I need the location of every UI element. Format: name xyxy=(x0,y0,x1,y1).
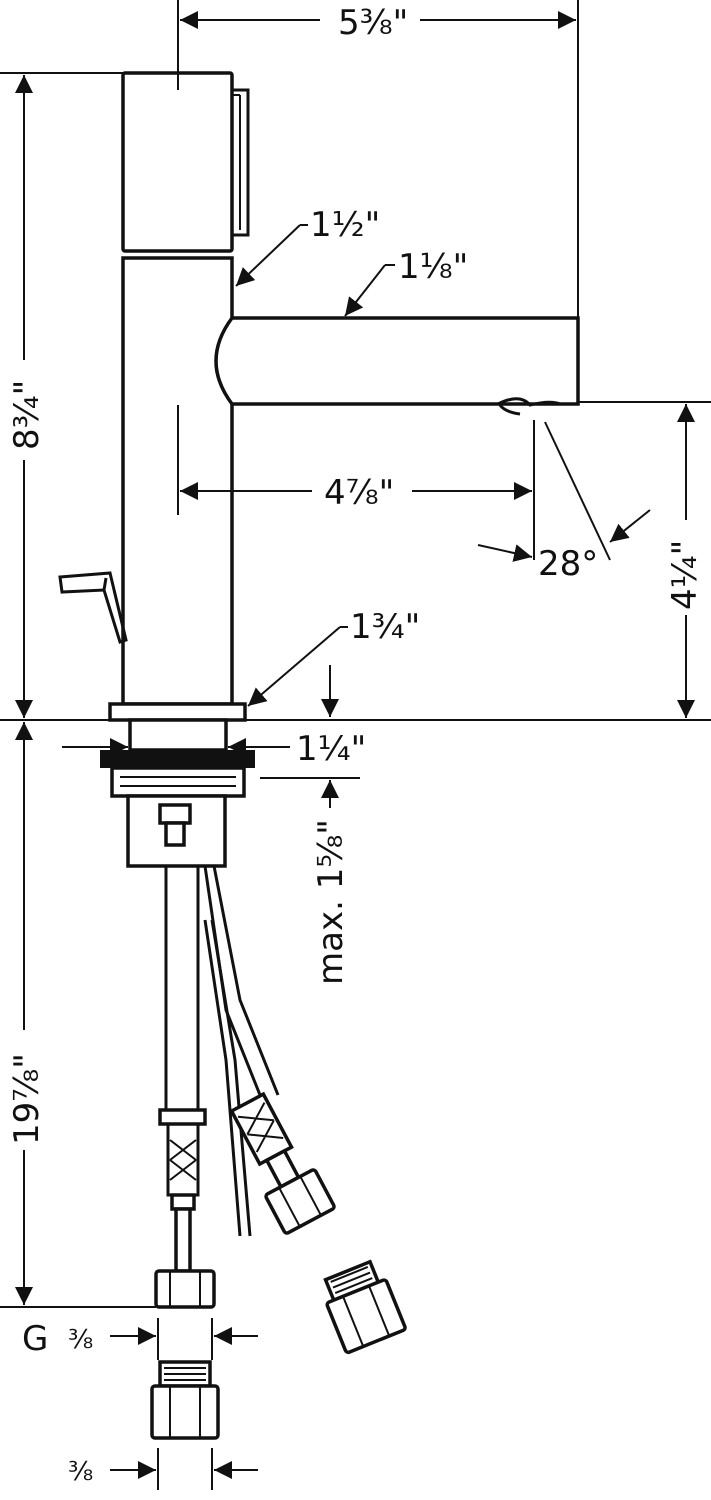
spout-angle-label: 28° xyxy=(538,544,598,584)
hose-thread-size: ⅜ xyxy=(68,1325,93,1355)
dim-connector-size: ⅜ xyxy=(68,1457,258,1487)
dim-overall-height: 8¾" xyxy=(7,75,47,718)
max-deck-thickness-label: max. 1⅝" xyxy=(311,819,351,985)
faucet-handle-top xyxy=(121,71,250,253)
body-top-diameter-label: 1½" xyxy=(310,205,380,245)
base-diameter-label: 1¾" xyxy=(350,607,420,647)
supply-hose-left xyxy=(154,866,216,1309)
mounting-nut xyxy=(100,750,255,868)
dim-deck-thickness: max. 1⅝" xyxy=(311,780,351,985)
adapter-fitting-right xyxy=(323,1259,407,1355)
dim-base-diameter: 1¾" xyxy=(247,607,420,717)
faucet-spout xyxy=(214,316,580,416)
dim-body-top-diameter: 1½" xyxy=(235,205,380,287)
dim-spout-height: 4¼" xyxy=(665,404,705,718)
overall-length-label: 5⅜" xyxy=(338,3,408,43)
spout-height-label: 4¼" xyxy=(665,540,705,610)
connector-size-label: ⅜ xyxy=(68,1457,93,1487)
dim-spout-diameter: 1⅛" xyxy=(344,247,468,317)
faucet-base xyxy=(108,702,247,752)
dim-supply-hose-length: 19⅞" xyxy=(7,722,47,1305)
pop-up-lever xyxy=(58,571,128,644)
supply-hose-length-label: 19⅞" xyxy=(7,1053,47,1145)
dim-spout-reach: 4⅞" xyxy=(180,473,532,513)
adapter-fitting-bottom xyxy=(150,1360,220,1440)
dim-hose-thread: G ⅜ xyxy=(22,1319,258,1359)
dim-overall-length: 5⅜" xyxy=(180,3,576,43)
spout-reach-label: 4⅞" xyxy=(324,473,394,513)
spout-diameter-label: 1⅛" xyxy=(398,247,468,287)
dim-spout-angle: 28° xyxy=(477,509,651,584)
hose-thread-label: G xyxy=(22,1319,48,1359)
overall-height-label: 8¾" xyxy=(7,380,47,450)
shank-diameter-label: 1¼" xyxy=(296,729,366,769)
supply-hose-right xyxy=(203,865,336,1237)
dim-shank-diameter: 1¼" xyxy=(62,729,366,769)
